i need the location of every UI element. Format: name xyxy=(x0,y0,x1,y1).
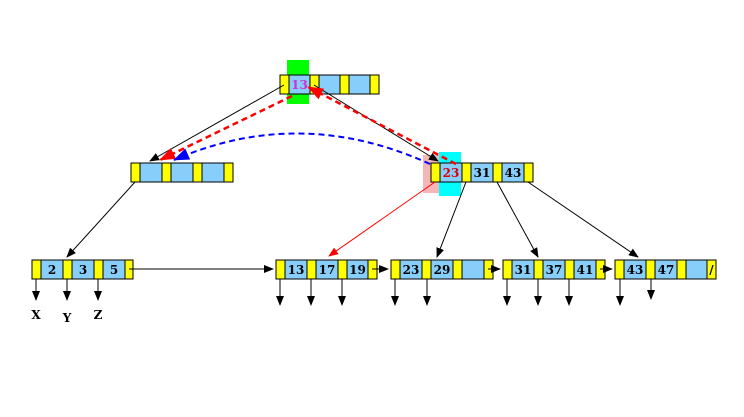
blue-dashed-arrow-to-left xyxy=(173,132,431,165)
leaf-2-key-1: 13 xyxy=(288,263,305,277)
record-pointers xyxy=(32,279,655,306)
leaf-5-key-1: 43 xyxy=(627,263,644,277)
leaf-3-key-2: 29 xyxy=(434,263,451,277)
leaf-4-key-3: 41 xyxy=(577,263,594,277)
leaf-node-1: 2 3 5 xyxy=(31,259,134,280)
red-dashed-arrow-to-root xyxy=(307,85,457,166)
internal-left-node xyxy=(130,162,234,183)
edge-left-to-leaf-1 xyxy=(66,181,136,258)
leaf-2-key-2: 17 xyxy=(319,263,336,277)
leaf-1-key-1: 2 xyxy=(48,263,56,277)
leaf-node-2: 13 17 19 xyxy=(275,259,378,280)
leaf-5-null-marker: / xyxy=(709,263,714,277)
root-key-1: 13 xyxy=(291,78,308,92)
label-y: Y xyxy=(62,311,72,325)
internal-right-key-3: 43 xyxy=(505,166,522,180)
label-x: X xyxy=(31,308,41,322)
leaf-node-3: 23 29 xyxy=(390,259,494,280)
leaf-1-key-3: 5 xyxy=(110,263,118,277)
internal-right-key-1: 23 xyxy=(443,166,460,180)
leaf-5-key-2: 47 xyxy=(658,263,675,277)
leaf-2-key-3: 19 xyxy=(349,263,366,277)
red-edge-right-to-leaf-2 xyxy=(328,181,436,257)
internal-right-node: 23 31 43 xyxy=(430,162,534,183)
edge-right-to-leaf-5 xyxy=(527,181,639,258)
edge-right-to-leaf-4 xyxy=(496,181,539,258)
red-dashed-arrow-to-left xyxy=(159,94,293,162)
leaf-4-key-2: 37 xyxy=(546,263,563,277)
edge-right-to-leaf-3 xyxy=(436,181,467,258)
leaf-node-4: 31 37 41 xyxy=(502,259,606,280)
label-z: Z xyxy=(94,308,103,322)
internal-right-key-2: 31 xyxy=(474,166,491,180)
edge-root-to-left xyxy=(149,84,285,162)
root-node: 13 xyxy=(279,74,380,95)
leaf-node-5: 43 47 / xyxy=(614,259,717,280)
leaf-1-key-2: 3 xyxy=(79,263,87,277)
leaf-4-key-1: 31 xyxy=(515,263,532,277)
edge-root-to-right xyxy=(313,84,439,162)
leaf-3-key-1: 23 xyxy=(403,263,420,277)
